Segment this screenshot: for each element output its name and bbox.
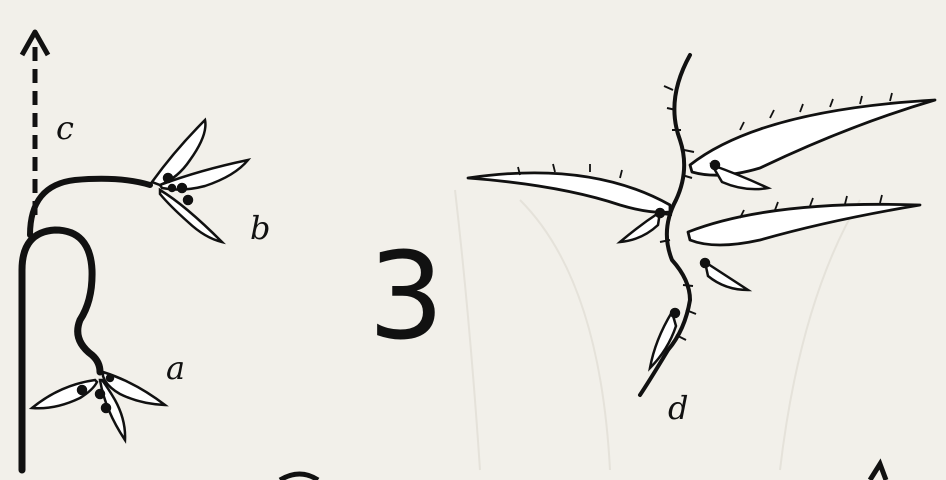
stem-lower — [22, 230, 100, 470]
label-a: a — [166, 352, 185, 384]
background-bleed — [455, 190, 860, 470]
flower-cluster-b — [152, 120, 248, 242]
flower-cluster-a — [32, 372, 165, 440]
label-b: b — [250, 212, 270, 244]
arrow-c-icon — [22, 32, 48, 215]
label-c: c — [56, 112, 74, 144]
stem-upper — [30, 179, 150, 235]
bottom-partial-shapes — [280, 464, 886, 480]
figure-number: 3 — [368, 238, 444, 358]
leaves-d — [468, 100, 935, 245]
label-d: d — [668, 392, 688, 424]
